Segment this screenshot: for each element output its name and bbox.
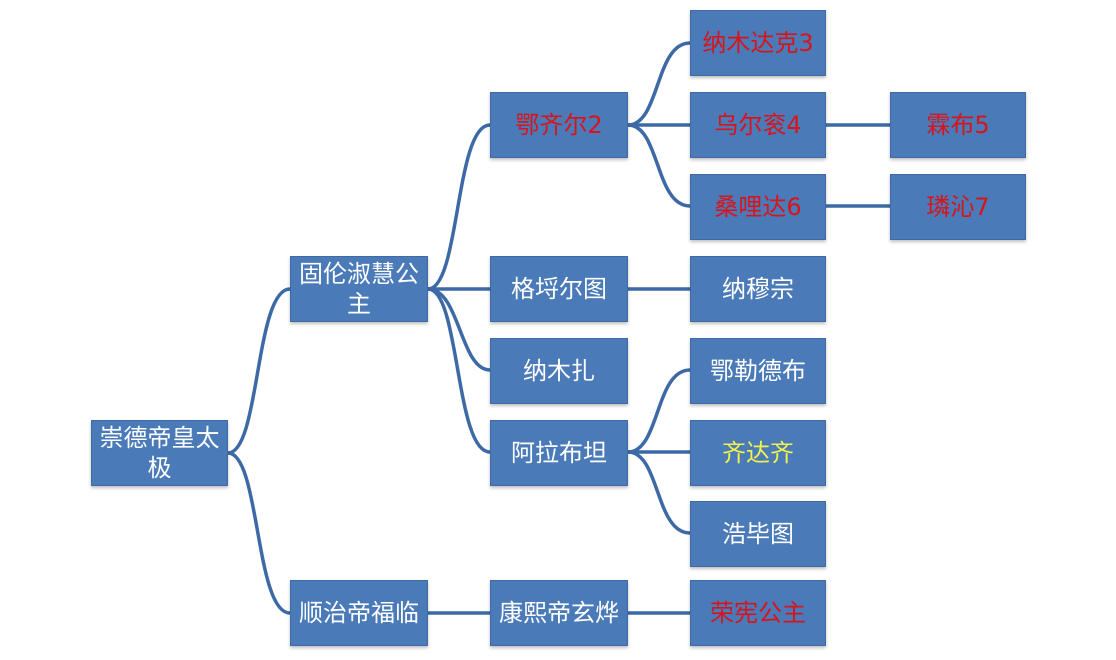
connector-gulun-namuzha	[427, 287, 491, 372]
node-elebu: 鄂勒德布	[690, 338, 826, 404]
connector-root-gulun	[227, 287, 291, 455]
connector-eqier-namudake	[627, 41, 691, 127]
node-gulun-princess: 固伦淑慧公主	[290, 256, 428, 322]
node-eqier: 鄂齐尔2	[490, 92, 628, 158]
node-namuzong: 纳穆宗	[690, 256, 826, 322]
node-shunzhi: 顺治帝福临	[290, 580, 428, 646]
node-sanglida: 桑哩达6	[690, 174, 826, 240]
node-qidaqi: 齐达齐	[690, 420, 826, 486]
node-namuzha: 纳木扎	[490, 338, 628, 404]
node-root: 崇德帝皇太极	[91, 420, 228, 486]
node-linqin: 璘沁7	[890, 174, 1026, 240]
connector-alabutan-elebu	[627, 368, 691, 454]
connector-gulun-alabutan	[427, 287, 491, 454]
connector-alabutan-haobitu	[627, 450, 691, 535]
connector-eqier-sanglida	[627, 123, 691, 208]
node-haobitu: 浩毕图	[690, 501, 826, 567]
node-gemertu: 格埒尔图	[490, 256, 628, 322]
connector-root-shunzhi	[227, 451, 291, 615]
node-rongxian-princess: 荣宪公主	[690, 580, 826, 646]
node-alabutan: 阿拉布坦	[490, 420, 628, 486]
node-wuerzhan: 乌尔衮4	[690, 92, 826, 158]
node-namudake: 纳木达克3	[690, 10, 826, 76]
connector-gulun-eqier	[427, 123, 491, 291]
node-kangxi: 康熙帝玄烨	[490, 580, 628, 646]
node-linbu: 霖布5	[890, 92, 1026, 158]
